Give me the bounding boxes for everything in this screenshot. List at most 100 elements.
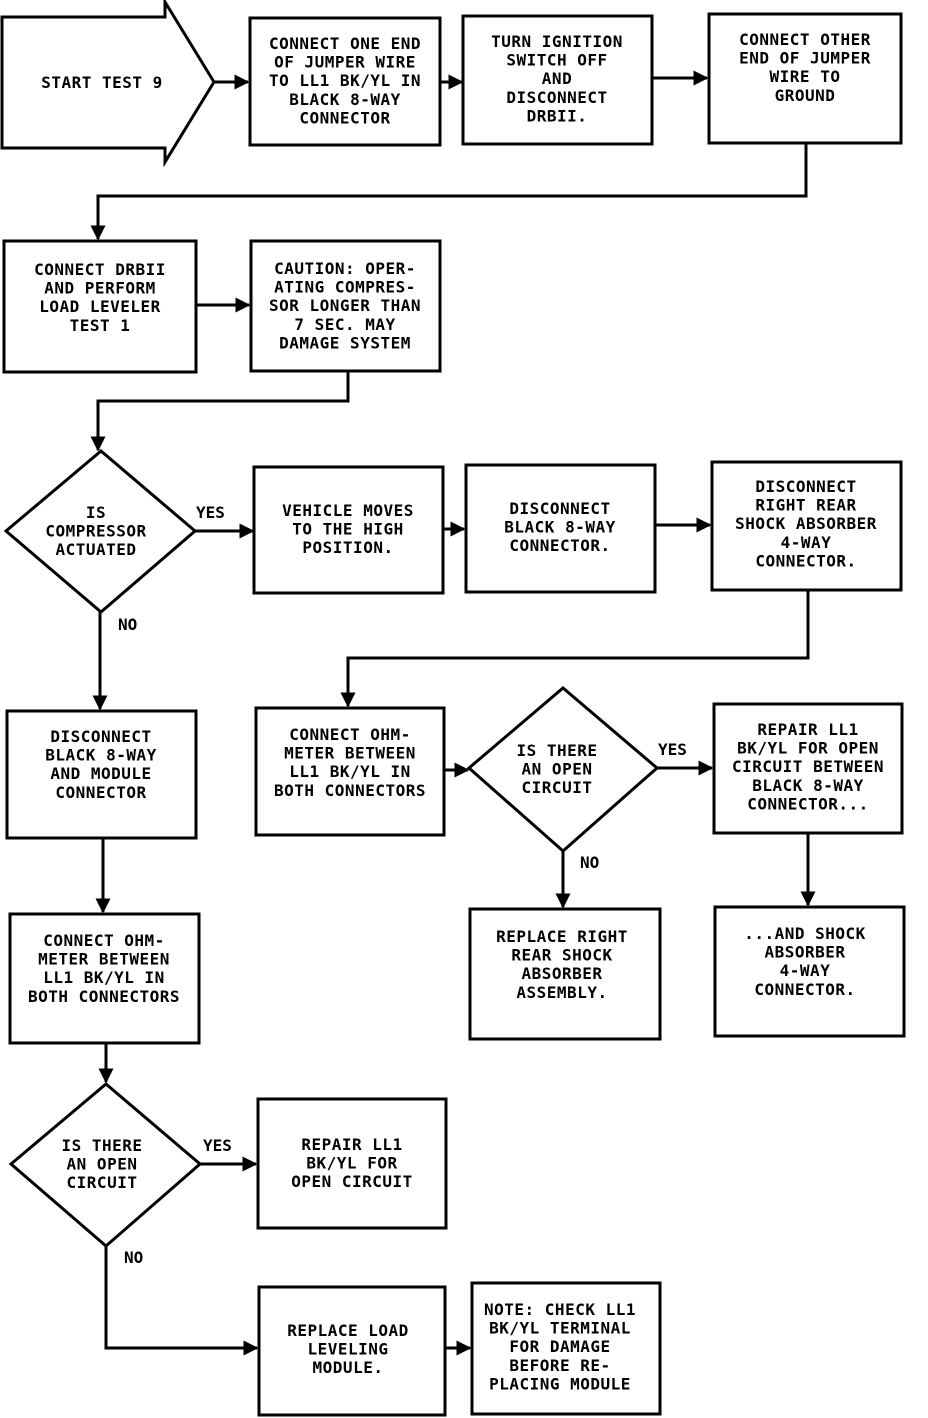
text-line: CONNECT DRBII [34,260,166,279]
text-line: BOTH CONNECTORS [274,781,426,800]
text-line: METER BETWEEN [284,744,416,763]
text-line: 7 SEC. MAY [294,315,395,334]
text-line: LL1 BK/YL IN [289,762,411,781]
text-line: DISCONNECT [755,477,856,496]
arrow-d3-b16 [104,1246,259,1356]
text-line: METER BETWEEN [38,950,170,969]
text-line: DRBII. [527,106,588,125]
text-line: NOTE: CHECK LL1 [484,1300,636,1319]
text-line: SWITCH OFF [506,51,607,70]
text-line: CONNECT OHM- [289,725,411,744]
text-line: WIRE TO [770,67,841,86]
text-line: CONNECT OTHER [739,30,871,49]
text-line: ...AND SHOCK [744,924,866,943]
text-line: START TEST 9 [41,73,163,92]
text-line: BLACK 8-WAY [752,776,863,795]
text-line: BK/YL FOR [306,1154,397,1173]
text-line: LOAD LEVELER [39,297,161,316]
arrow-b3-b4 [90,143,808,241]
text-line: IS THERE [61,1136,142,1155]
text-line: AND MODULE [50,764,151,783]
text-line: CIRCUIT [67,1173,138,1192]
caution-box: CAUTION: OPER-ATING COMPRES-SOR LONGER T… [249,239,442,373]
text-line: AND PERFORM [44,279,155,298]
d1-yes-label: YES [196,503,225,522]
text-line: CONNECT OHM- [43,931,165,950]
text-line: BEFORE RE- [509,1356,610,1375]
text-line: CIRCUIT BETWEEN [732,757,884,776]
text-line: ACTUATED [55,540,136,559]
text-line: BLACK 8-WAY [45,746,156,765]
text-line: ASSEMBLY. [516,983,607,1002]
text-line: CAUTION: OPER- [274,259,416,278]
text-line: DISCONNECT [506,88,607,107]
text-line: BLACK 8-WAY [504,518,615,537]
text-line: GROUND [775,86,836,105]
text-line: AND [542,69,572,88]
text-line: OF JUMPER WIRE [274,53,416,72]
d2-no-label: NO [580,853,599,872]
text-line: SOR LONGER THAN [269,296,421,315]
text-line: DAMAGE SYSTEM [279,333,411,352]
text-line: BLACK 8-WAY [289,90,400,109]
text-line: LEVELING [307,1340,388,1359]
text-line: TURN IGNITION [491,32,623,51]
text-line: TO THE HIGH [292,520,403,539]
text-line: REPLACE LOAD [287,1321,409,1340]
d3-no-label: NO [124,1248,143,1267]
text-line: CONNECTOR. [754,980,855,999]
text-line: 4-WAY [780,961,831,980]
start-node: START TEST 9 [0,0,216,168]
text-line: IS [86,503,106,522]
text-line: LL1 BK/YL IN [43,968,165,987]
text-line: IS THERE [516,741,597,760]
text-line: BK/YL FOR OPEN [737,739,879,758]
text-line: REAR SHOCK [511,946,612,965]
text-line: FOR DAMAGE [509,1337,610,1356]
text-line: BOTH CONNECTORS [28,987,180,1006]
start-node-text: START TEST 9 [41,73,163,92]
text-line: AN OPEN [522,760,593,779]
text-line: AN OPEN [67,1155,138,1174]
text-line: REPAIR LL1 [301,1135,402,1154]
text-line: RIGHT REAR [755,496,856,515]
text-line: 4-WAY [781,533,832,552]
text-line: SHOCK ABSORBER [735,514,877,533]
text-line: END OF JUMPER [739,49,871,68]
text-line: CONNECTOR... [747,794,869,813]
text-line: CONNECT ONE END [269,34,421,53]
arrow-b5-d1 [90,371,350,452]
d2-yes-label: YES [658,740,687,759]
text-line: COMPRESSOR [45,522,146,541]
text-line: TO LL1 BK/YL IN [269,71,421,90]
d3-yes-label: YES [203,1136,232,1155]
